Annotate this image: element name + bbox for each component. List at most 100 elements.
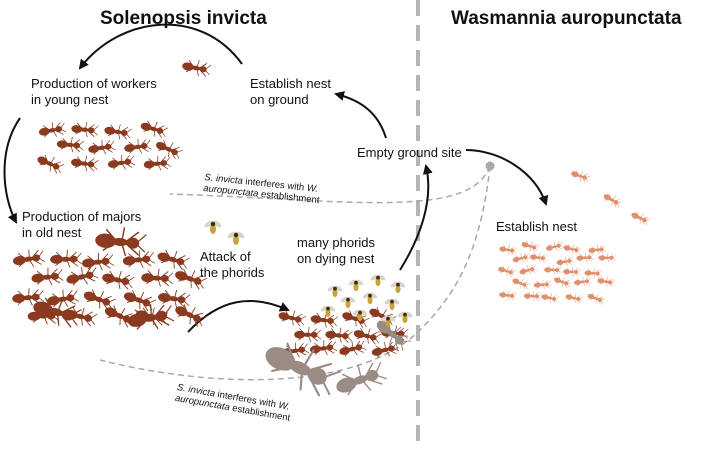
fire-ant-icon <box>156 140 183 160</box>
little-fire-ant-icon <box>576 252 595 263</box>
phorid-fly-icon <box>204 220 222 234</box>
fire-ant-icon <box>37 154 65 174</box>
major-ant-icon <box>33 297 82 328</box>
dying-ant-icon <box>376 320 412 352</box>
little-fire-ant-icon <box>541 292 560 304</box>
fire-ant-icon <box>31 267 64 286</box>
fire-ant-icon <box>71 155 99 172</box>
arrow-dying-to-empty <box>399 164 433 271</box>
arrow-majors-to-dying <box>187 299 290 333</box>
little-fire-ant-icon <box>556 256 575 267</box>
fire-ant-icon <box>325 327 353 343</box>
label-establish-nest-wasmannia: Establish nest <box>496 219 577 234</box>
arrow-empty-to-wasmannia <box>465 149 549 206</box>
fire-ant-icon <box>66 267 99 286</box>
dying-ant-icon <box>265 342 342 397</box>
fire-ant-icon <box>107 154 136 170</box>
title-wasmannia: Wasmannia auropunctata <box>451 8 682 29</box>
major-ant-icon <box>95 227 147 257</box>
arrow-empty-to-establish <box>334 91 387 139</box>
interference-line-upper <box>169 165 491 204</box>
label-majors-old-nest: Production of majors in old nest <box>22 209 142 240</box>
fire-ant-icon <box>310 312 339 328</box>
little-fire-ant-icon <box>521 240 540 252</box>
phorid-fly-icon <box>352 309 368 322</box>
little-fire-ant-icon <box>584 268 603 279</box>
fire-ant-icon <box>294 326 322 342</box>
fire-ant-icon <box>47 289 80 308</box>
fire-ant-icon <box>353 327 382 345</box>
dying-nest-cluster <box>265 306 412 397</box>
little-fire-ant-icon <box>512 252 531 264</box>
fire-ant-icon <box>88 139 116 155</box>
phorid-fly-icon <box>227 231 245 245</box>
fire-ant-icon <box>309 340 338 356</box>
little-fire-ant-icon <box>588 244 607 255</box>
fire-ant-icon <box>82 252 115 271</box>
little-fire-ant-icon <box>563 243 582 255</box>
phorid-fly-icon <box>390 281 406 294</box>
phorid-fly-icon <box>320 305 336 318</box>
little-fire-ant-cluster <box>498 169 651 305</box>
little-fire-ant-icon <box>574 276 592 287</box>
fire-ant-icon <box>104 124 132 140</box>
fire-ant-icon <box>12 288 45 306</box>
little-fire-ant-icon <box>533 279 552 290</box>
fire-ant-icon <box>124 138 152 154</box>
little-fire-ant-icon <box>631 211 651 226</box>
little-fire-ant-icon <box>554 276 572 289</box>
fire-ant-icon <box>342 310 370 328</box>
little-fire-ant-icon <box>530 252 548 263</box>
label-establish-nest-ground: Establish nest on ground <box>250 76 331 107</box>
fire-ant-icon <box>175 304 207 327</box>
label-many-phorids: many phorids on dying nest <box>297 235 376 266</box>
fire-ant-icon <box>182 59 212 77</box>
fire-ant-icon <box>278 310 307 327</box>
little-fire-ant-icon <box>519 264 538 276</box>
arrow-establish-to-workers <box>78 23 243 70</box>
title-solenopsis: Solenopsis invicta <box>100 8 267 29</box>
interference-line-lower <box>99 165 491 381</box>
fire-ant-icon <box>141 268 174 287</box>
little-fire-ant-icon <box>603 193 623 208</box>
fire-ant-icon <box>175 268 208 290</box>
little-fire-ant-icon <box>544 264 562 275</box>
fire-ant-cluster <box>12 59 212 330</box>
phorid-fly-icon <box>370 274 386 287</box>
fire-ant-icon <box>140 120 169 138</box>
fire-ant-icon <box>124 290 157 312</box>
fire-ant-icon <box>158 289 191 308</box>
fire-ant-icon <box>157 249 190 270</box>
little-fire-ant-icon <box>546 241 564 252</box>
phorid-fly-swarm <box>204 220 413 328</box>
label-empty-ground-site: Empty ground site <box>357 145 462 160</box>
little-fire-ant-icon <box>597 276 616 287</box>
little-fire-ant-icon <box>563 266 581 277</box>
fire-ant-icon <box>143 155 172 171</box>
fire-ant-icon <box>83 289 116 311</box>
little-fire-ant-icon <box>512 277 530 290</box>
little-fire-ant-icon <box>499 244 518 255</box>
fire-ant-icon <box>50 249 82 268</box>
phorid-fly-icon <box>340 296 356 309</box>
fire-ant-icon <box>38 122 67 138</box>
fire-ant-icon <box>371 341 400 358</box>
little-fire-ant-icon <box>587 292 606 305</box>
little-fire-ant-icon <box>499 290 517 301</box>
arrow-workers-to-majors <box>3 117 21 224</box>
label-attack-phorids: Attack of the phorids <box>200 249 265 280</box>
little-fire-ant-icon <box>565 292 584 304</box>
little-fire-ant-icon <box>498 265 516 277</box>
little-fire-ant-icon <box>571 169 591 183</box>
phorid-fly-icon <box>380 315 396 328</box>
little-fire-ant-icon <box>523 290 542 301</box>
empty-site-node <box>485 161 495 171</box>
fire-ant-icon <box>122 250 155 268</box>
phorid-fly-icon <box>384 298 400 311</box>
phorid-fly-icon <box>327 285 343 298</box>
phorid-fly-icon <box>362 292 378 305</box>
phorid-fly-icon <box>348 279 364 292</box>
fire-ant-icon <box>56 137 85 153</box>
